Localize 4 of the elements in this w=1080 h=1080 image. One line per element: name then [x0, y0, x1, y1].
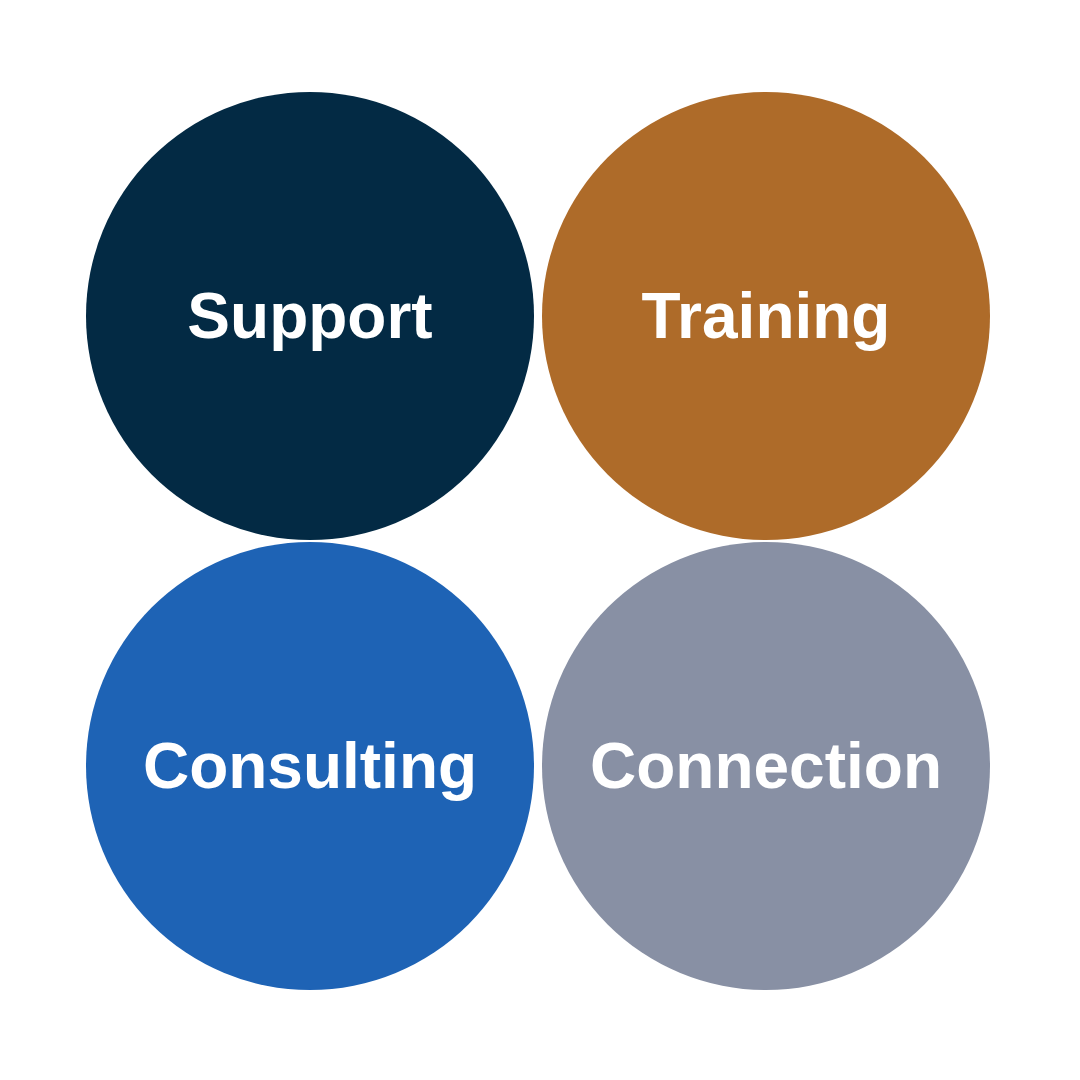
circle-label: Connection: [590, 729, 942, 803]
circle-label: Support: [187, 279, 433, 353]
circle-label: Consulting: [142, 729, 478, 803]
circle-label: Training: [641, 279, 891, 353]
